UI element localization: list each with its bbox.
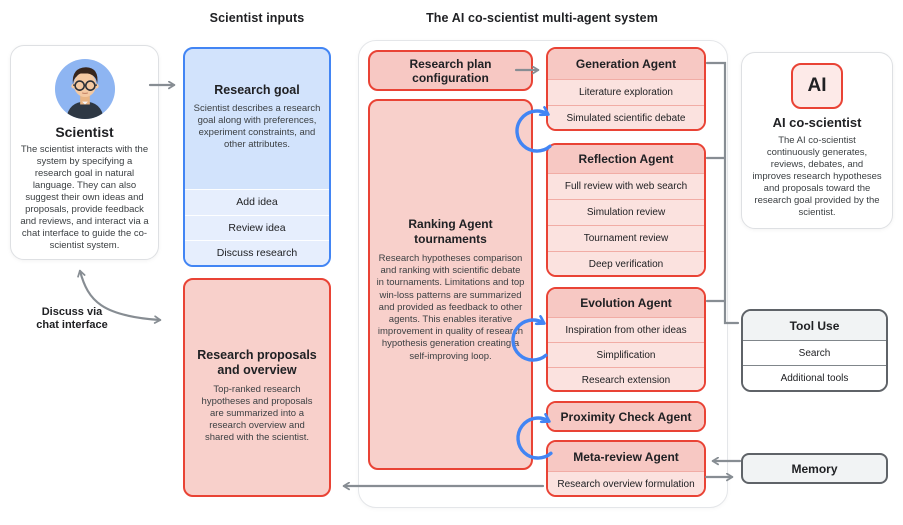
ranking-agent-tournaments-box: Ranking Agent tournaments Research hypot… [368, 99, 533, 470]
tool-use-box: Tool Use Search Additional tools [741, 309, 888, 392]
discuss-via-chat-label: Discuss via chat interface [36, 306, 108, 331]
reflection-agent-header: Reflection Agent [548, 145, 704, 173]
proximity-check-agent-header: Proximity Check Agent [548, 403, 704, 430]
scientist-avatar-icon [54, 58, 115, 120]
ai-co-scientist-card: AI AI co-scientist The AI co-scientist c… [741, 52, 893, 229]
reflection-agent-item: Tournament review [548, 225, 704, 251]
ranking-agent-description: Research hypotheses comparison and ranki… [376, 253, 525, 362]
research-goal-title: Research goal [214, 83, 300, 97]
research-goal-description: Scientist describes a research goal alon… [193, 103, 321, 150]
ai-logo-icon: AI [791, 63, 843, 109]
reflection-agent-item: Deep verification [548, 251, 704, 275]
generation-agent-header: Generation Agent [548, 49, 704, 79]
memory-box: Memory [741, 453, 888, 484]
generation-agent-box: Generation Agent Literature exploration … [546, 47, 706, 131]
scientist-card: Scientist The scientist interacts with t… [10, 45, 159, 260]
meta-review-agent-item: Research overview formulation [548, 471, 704, 495]
evolution-agent-item: Research extension [548, 367, 704, 390]
tool-use-item-search: Search [743, 340, 886, 365]
evolution-agent-item: Simplification [548, 342, 704, 367]
review-idea-item: Review idea [185, 214, 329, 240]
multi-agent-system-heading: The AI co-scientist multi-agent system [426, 11, 658, 25]
add-idea-item: Add idea [185, 189, 329, 215]
evolution-agent-item: Inspiration from other ideas [548, 317, 704, 342]
research-proposals-box: Research proposals and overview Top-rank… [183, 278, 331, 497]
proximity-check-agent-box: Proximity Check Agent [546, 401, 706, 432]
discuss-research-item: Discuss research [185, 240, 329, 265]
ai-co-scientist-description: The AI co-scientist continuously generat… [752, 135, 882, 218]
reflection-agent-item: Simulation review [548, 199, 704, 225]
scientist-inputs-heading: Scientist inputs [209, 11, 305, 25]
ranking-agent-title: Ranking Agent tournaments [408, 217, 493, 246]
evolution-agent-header: Evolution Agent [548, 289, 704, 317]
evolution-agent-box: Evolution Agent Inspiration from other i… [546, 287, 706, 392]
ai-co-scientist-title: AI co-scientist [772, 115, 862, 130]
tool-use-item-additional: Additional tools [743, 365, 886, 390]
tool-use-header: Tool Use [743, 311, 886, 340]
meta-review-agent-header: Meta-review Agent [548, 442, 704, 471]
research-goal-box: Research goal Scientist describes a rese… [183, 47, 331, 267]
reflection-agent-box: Reflection Agent Full review with web se… [546, 143, 706, 277]
scientist-title: Scientist [55, 124, 114, 140]
research-proposals-description: Top-ranked research hypotheses and propo… [201, 384, 313, 443]
scientist-description: The scientist interacts with the system … [20, 144, 149, 251]
generation-agent-item: Literature exploration [548, 79, 704, 105]
research-proposals-title: Research proposals and overview [197, 348, 317, 377]
generation-agent-item: Simulated scientific debate [548, 105, 704, 129]
reflection-agent-item: Full review with web search [548, 173, 704, 199]
research-plan-configuration-box: Research plan configuration [368, 50, 533, 91]
meta-review-agent-box: Meta-review Agent Research overview form… [546, 440, 706, 497]
